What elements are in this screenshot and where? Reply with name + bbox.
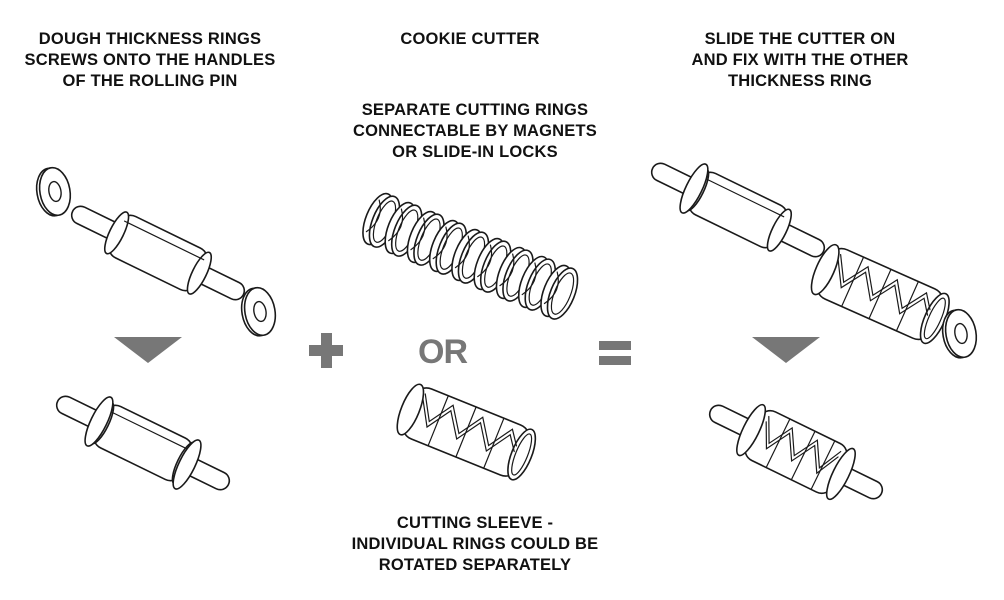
- caption-line: ROTATED SEPARATELY: [378, 556, 572, 574]
- caption-separate-cutting-rings: SEPARATE CUTTING RINGS CONNECTABLE BY MA…: [325, 100, 625, 163]
- cutting-sleeve: [391, 380, 542, 485]
- cookie-cutter-right: [805, 240, 956, 348]
- caption-line: OF THE ROLLING PIN: [62, 72, 238, 90]
- down-arrow-right: [752, 337, 820, 363]
- or-operator: OR: [418, 333, 468, 371]
- caption-slide-cutter: SLIDE THE CUTTER ON AND FIX WITH THE OTH…: [660, 29, 940, 92]
- caption-line: SCREWS ONTO THE HANDLES: [24, 51, 276, 69]
- caption-line: CONNECTABLE BY MAGNETS: [353, 122, 597, 140]
- caption-cutting-sleeve: CUTTING SLEEVE - INDIVIDUAL RINGS COULD …: [315, 513, 635, 576]
- rolling-pin-assembled-left: [46, 379, 240, 507]
- caption-line: INDIVIDUAL RINGS COULD BE: [351, 535, 599, 553]
- caption-line: COOKIE CUTTER: [400, 30, 540, 48]
- caption-line: THICKNESS RING: [728, 72, 872, 90]
- rolling-pin-top-right: [641, 146, 835, 274]
- thickness-ring-left: [32, 164, 75, 220]
- caption-line: DOUGH THICKNESS RINGS: [38, 30, 262, 48]
- caption-line: CUTTING SLEEVE -: [396, 514, 554, 532]
- caption-line: OR SLIDE-IN LOCKS: [392, 143, 558, 161]
- caption-dough-thickness-rings: DOUGH THICKNESS RINGS SCREWS ONTO THE HA…: [20, 29, 280, 92]
- equals-operator: [599, 341, 631, 365]
- caption-line: AND FIX WITH THE OTHER: [691, 51, 909, 69]
- down-arrow-left: [114, 337, 182, 363]
- separate-cutting-rings: [355, 188, 585, 324]
- caption-line: SLIDE THE CUTTER ON: [704, 30, 896, 48]
- caption-line: SEPARATE CUTTING RINGS: [361, 101, 589, 119]
- caption-cookie-cutter: COOKIE CUTTER: [360, 29, 580, 50]
- rolling-pin-assembled-right: [708, 403, 884, 501]
- rolling-pin-top-left: [61, 189, 255, 317]
- plus-operator: [309, 333, 343, 368]
